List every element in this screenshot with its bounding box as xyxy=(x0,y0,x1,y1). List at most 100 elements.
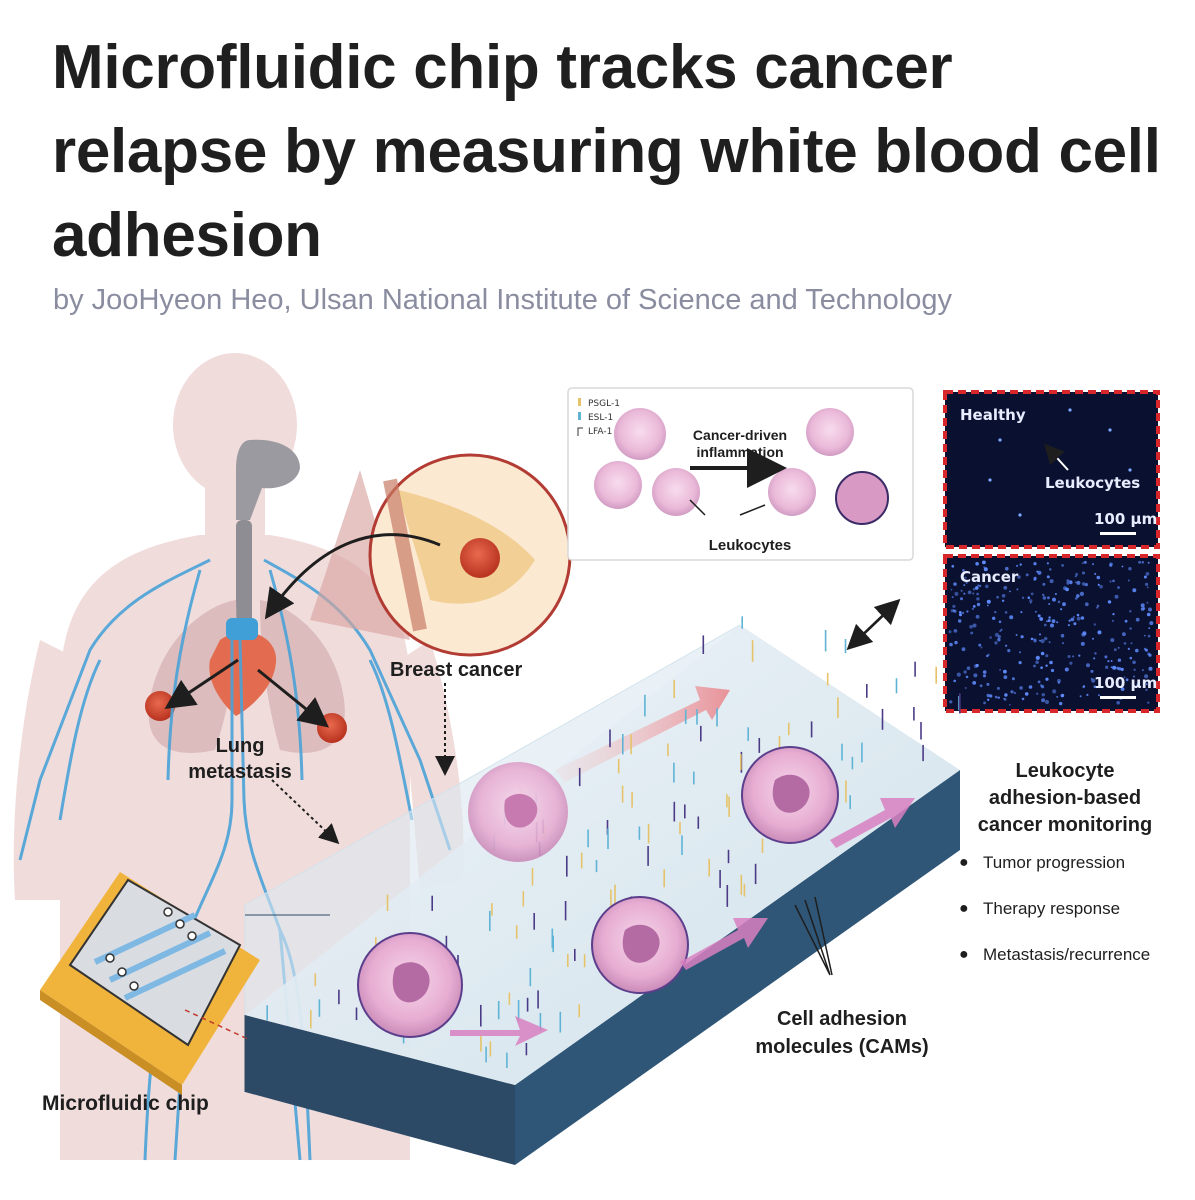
fluorescent-cell xyxy=(1094,572,1097,575)
fluorescent-cell xyxy=(1039,633,1041,636)
monitoring-title-line2: adhesion-based xyxy=(988,787,1142,809)
fluorescent-cell xyxy=(1049,660,1053,665)
fluorescent-cell xyxy=(1042,582,1046,586)
fluorescent-cell xyxy=(1005,566,1009,571)
fluorescent-cell xyxy=(953,582,957,586)
fluorescent-cell xyxy=(997,638,1001,642)
fluorescent-cell xyxy=(1042,596,1047,600)
fluorescent-cell xyxy=(994,632,1000,637)
fluorescent-cell xyxy=(1098,694,1100,697)
fluorescent-cell xyxy=(975,562,979,566)
fluorescent-cell xyxy=(983,566,986,569)
fluorescent-cell xyxy=(1073,622,1077,626)
fluorescent-cell xyxy=(1030,592,1034,596)
fluorescent-cell xyxy=(1076,580,1081,585)
fluorescent-cell xyxy=(1035,655,1040,661)
fluorescent-cell xyxy=(1000,628,1003,631)
fluorescent-cell xyxy=(975,586,979,590)
fluorescent-cell xyxy=(1112,613,1115,616)
fluorescent-cell xyxy=(961,611,965,615)
fluorescent-cell xyxy=(1052,597,1056,602)
fluorescent-cell xyxy=(1105,665,1109,669)
micrograph-healthy: Healthy Leukocytes 100 µm xyxy=(943,390,1160,549)
fluorescent-cell xyxy=(1062,642,1064,645)
fluorescent-cell xyxy=(1069,580,1072,583)
fluorescent-cell xyxy=(1028,685,1033,689)
fluorescent-cell xyxy=(1096,604,1100,608)
fluorescent-cell xyxy=(986,682,990,686)
fluorescent-cell xyxy=(989,694,993,698)
fluorescent-cell xyxy=(1091,563,1095,566)
fluorescent-cell xyxy=(1110,666,1113,669)
fluorescent-cell xyxy=(948,630,952,634)
fluorescent-cell xyxy=(1116,701,1120,705)
fluorescent-cell xyxy=(1019,651,1021,654)
fluorescent-cell xyxy=(1120,687,1125,691)
fluorescent-cell xyxy=(1074,575,1077,578)
monitoring-summary: Leukocyte adhesion-based cancer monitori… xyxy=(955,758,1190,991)
fluorescent-cell xyxy=(1117,667,1122,671)
fluorescent-cell xyxy=(1056,695,1059,698)
fluorescent-cell xyxy=(1016,588,1019,591)
metastasis-label: metastasis xyxy=(188,761,291,783)
fluorescent-cell xyxy=(1044,636,1048,641)
fluorescent-cell xyxy=(1149,621,1154,626)
fluorescent-cell xyxy=(999,668,1002,671)
fluorescent-cell xyxy=(1004,611,1008,614)
scale-label-healthy: 100 µm xyxy=(1094,510,1157,528)
fluorescent-cell xyxy=(1025,573,1029,577)
fluorescent-cell xyxy=(1097,583,1100,587)
fluorescent-cell xyxy=(1074,597,1078,600)
fluorescent-cell xyxy=(1092,637,1094,640)
fluorescent-cell xyxy=(1072,615,1075,618)
legend-lfa1: LFA-1 xyxy=(588,427,612,437)
breast-inset xyxy=(264,453,572,657)
fluorescent-cell xyxy=(1135,617,1140,622)
fluorescent-cell xyxy=(1130,642,1133,645)
fluorescent-cell xyxy=(1027,596,1031,599)
fluorescent-cell xyxy=(950,588,953,591)
fluorescent-cell xyxy=(1040,651,1045,656)
fluorescent-cell xyxy=(958,619,962,623)
fluorescent-cell xyxy=(964,687,967,689)
fluorescent-cell xyxy=(1034,610,1037,613)
fluorescent-cell xyxy=(1033,578,1036,581)
fluorescent-cell xyxy=(983,567,988,572)
fluorescent-cell xyxy=(1045,700,1049,704)
fluorescent-cell xyxy=(1125,678,1129,682)
fluorescent-cell xyxy=(985,584,989,589)
fluorescent-cell xyxy=(964,576,967,579)
fluorescent-cell xyxy=(1039,639,1041,642)
fluorescent-cell xyxy=(1013,691,1017,695)
fluorescent-cell xyxy=(1037,614,1041,618)
fluorescent-cell xyxy=(972,592,975,595)
cams-label-line2: molecules (CAMs) xyxy=(755,1036,928,1058)
fluorescent-cell xyxy=(951,564,955,568)
fluorescent-cell xyxy=(1146,601,1149,604)
fluorescent-cell xyxy=(1132,588,1137,593)
fluorescent-cell xyxy=(1072,655,1075,658)
monitoring-title: Leukocyte adhesion-based cancer monitori… xyxy=(955,758,1175,839)
fluorescent-cell xyxy=(1093,685,1097,688)
fluorescent-cell xyxy=(1065,587,1069,592)
fluorescent-cell xyxy=(1008,578,1011,581)
fluorescent-cell xyxy=(996,595,999,599)
fluorescent-cell xyxy=(1009,615,1014,620)
fluorescent-cell xyxy=(1080,616,1085,620)
fluorescent-cell xyxy=(1093,657,1096,660)
fluorescent-cell xyxy=(951,596,954,599)
fluorescent-cell xyxy=(965,581,968,584)
fluorescent-cell xyxy=(1059,701,1063,706)
fluorescent-cell xyxy=(997,696,1000,699)
healthy-label: Healthy xyxy=(960,406,1026,424)
fluorescent-cell xyxy=(1096,575,1101,580)
fluorescent-cell xyxy=(1048,603,1051,605)
fluorescent-cell xyxy=(1010,690,1014,694)
fluorescent-cell xyxy=(1024,692,1029,696)
fluorescent-cell xyxy=(1060,608,1063,611)
fluorescent-cell xyxy=(963,592,966,595)
fluorescent-cell xyxy=(973,673,978,678)
fluorescent-cell xyxy=(1146,612,1151,617)
fluorescent-cell xyxy=(1117,586,1120,589)
fluorescent-cell xyxy=(1067,624,1070,627)
